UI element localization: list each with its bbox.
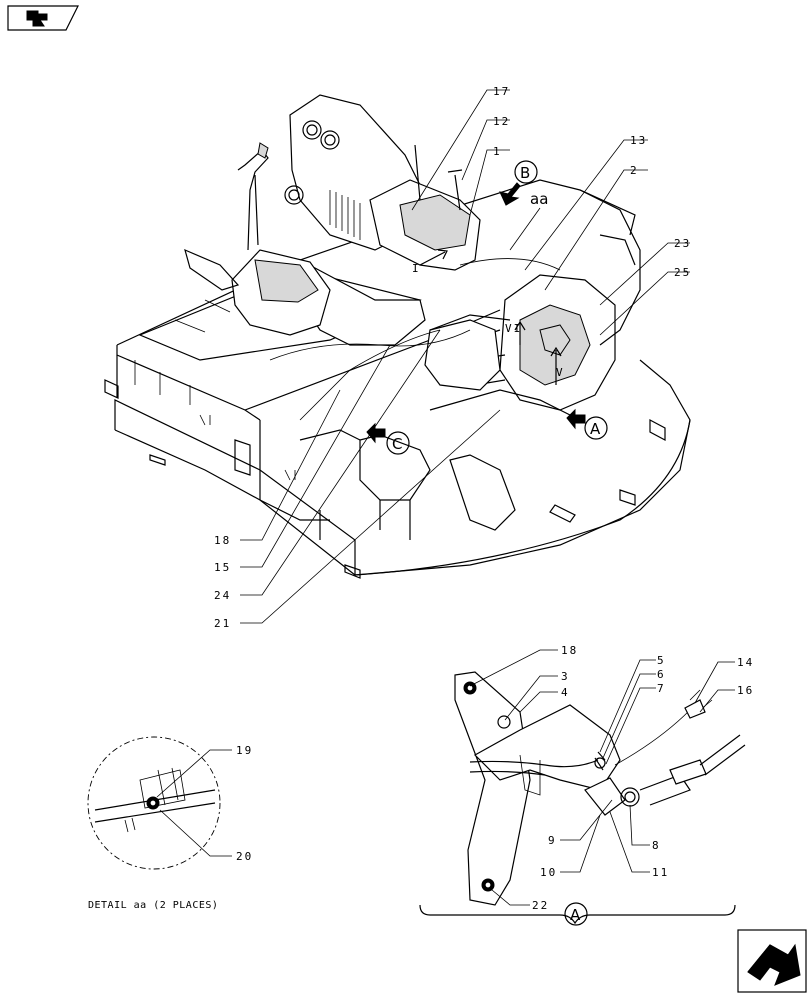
callout-25: 25 (674, 266, 691, 279)
callout-2: 2 (630, 164, 639, 177)
section-mark-v: V (556, 366, 565, 379)
svg-text:A: A (590, 420, 601, 438)
view-marker-a: A (566, 408, 608, 440)
callout-9: 9 (548, 834, 557, 847)
callout-10: 10 (540, 866, 557, 879)
detail-a-view: 18 3 4 5 6 7 14 16 9 8 10 11 22 A (419, 644, 754, 926)
callout-20: 20 (236, 850, 253, 863)
callout-16: 16 (737, 684, 754, 697)
callout-3: 3 (561, 670, 570, 683)
callout-1: 1 (493, 145, 502, 158)
main-leader-lines (240, 89, 690, 624)
callout-11: 11 (652, 866, 669, 879)
detail-ref-aa: aa (530, 190, 548, 208)
callout-14: 14 (737, 656, 754, 669)
callout-4: 4 (561, 686, 570, 699)
next-page-arrow-icon[interactable] (737, 929, 807, 993)
detail-ref-aa-leader (509, 207, 541, 251)
prev-page-arrow-icon[interactable] (7, 5, 79, 31)
callout-7: 7 (657, 682, 666, 695)
callout-21: 21 (214, 617, 231, 630)
section-arrow-i (419, 249, 448, 266)
main-callouts: 17 12 1 13 2 23 25 18 15 24 21 (214, 85, 691, 630)
callout-22: 22 (532, 899, 549, 912)
section-arrow-v (550, 346, 562, 385)
detail-a-label: A (570, 906, 581, 924)
callout-5: 5 (657, 654, 666, 667)
callout-6: 6 (657, 668, 666, 681)
svg-text:C: C (392, 435, 402, 453)
view-marker-c: C (366, 422, 410, 455)
callout-18-detail-a: 18 (561, 644, 578, 657)
svg-text:B: B (520, 164, 530, 182)
view-marker-b: B (499, 160, 538, 206)
detail-aa-caption: DETAIL aa (2 PLACES) (88, 900, 219, 911)
detail-aa-view: 19 20 (87, 736, 253, 870)
callout-19: 19 (236, 744, 253, 757)
callout-17: 17 (493, 85, 510, 98)
callout-23: 23 (674, 237, 691, 250)
section-mark-vi: VI (505, 322, 522, 335)
callout-13: 13 (630, 134, 647, 147)
callout-15: 15 (214, 561, 231, 574)
callout-18: 18 (214, 534, 231, 547)
machine-frame-drawing (104, 94, 691, 579)
callout-24: 24 (214, 589, 231, 602)
section-arrow-vi (514, 320, 526, 345)
callout-12: 12 (493, 115, 510, 128)
section-mark-i: I (412, 262, 421, 275)
callout-8: 8 (652, 839, 661, 852)
